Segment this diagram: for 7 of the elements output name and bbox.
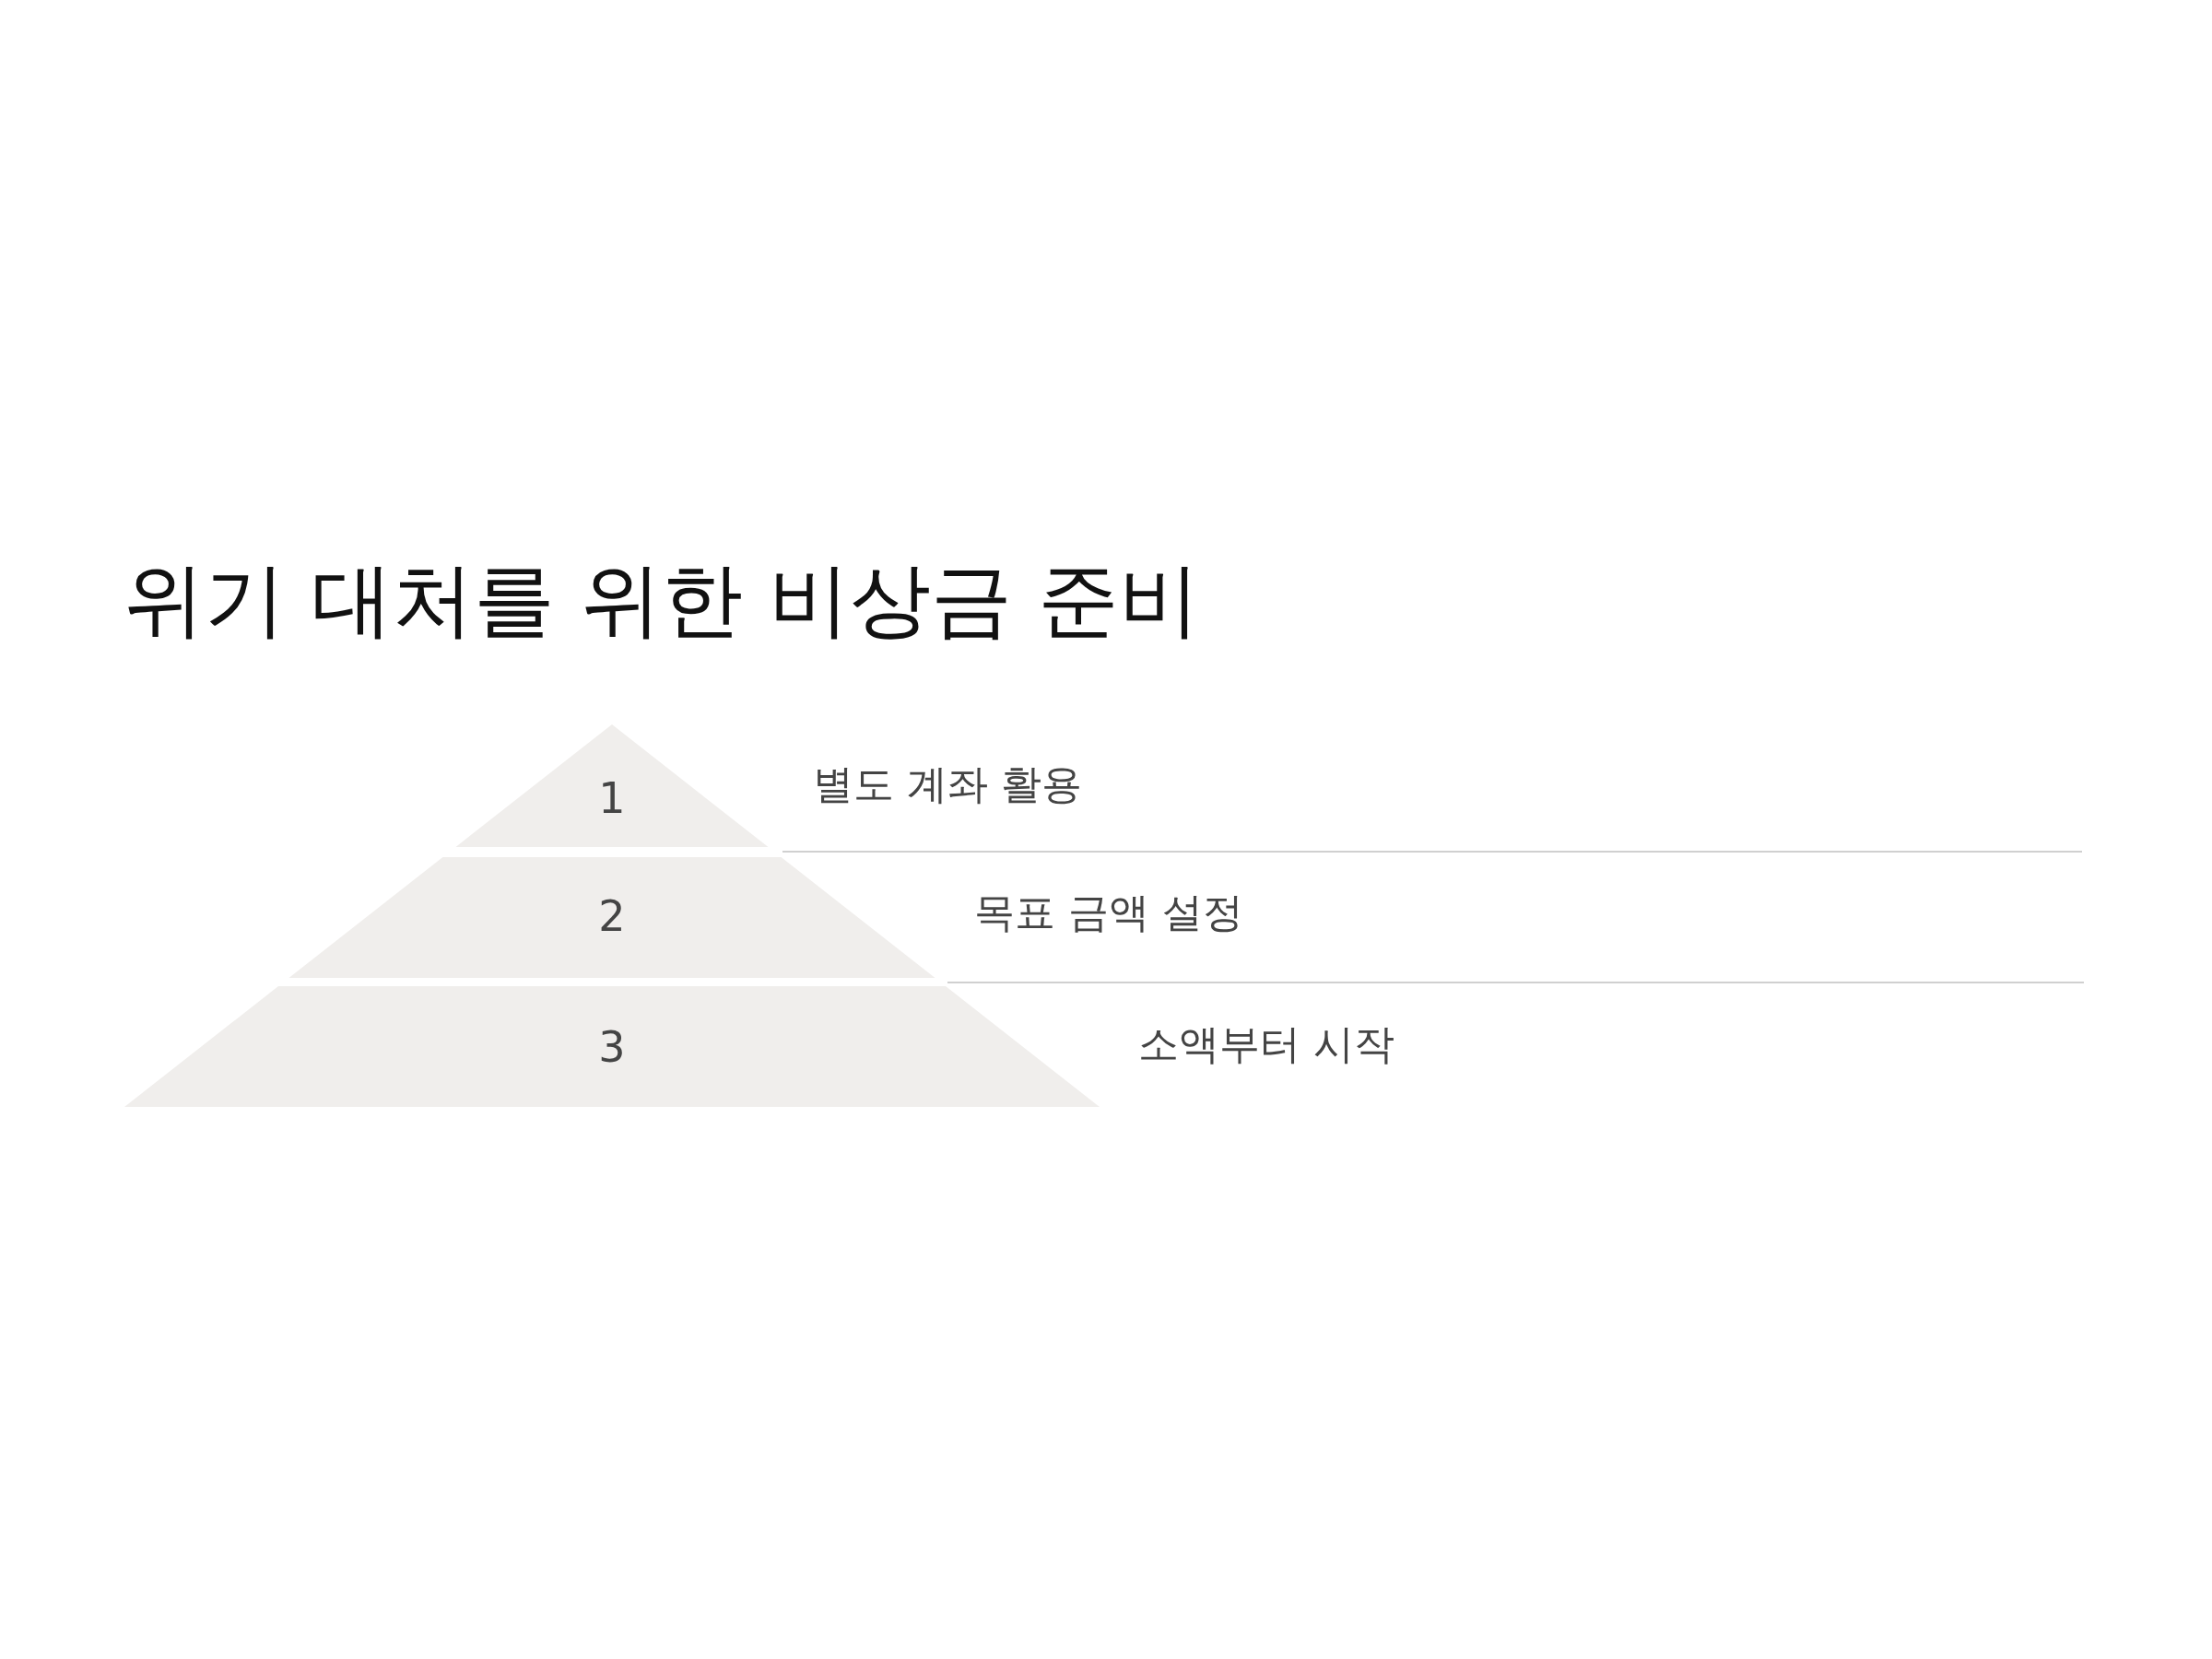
tier-label: 별도 계좌 활용 [813,760,1082,808]
tier-number: 1 [598,776,626,820]
tier-number: 2 [598,894,626,938]
title: 위기 대처를 위한 비상금 준비 [124,556,1200,644]
tier-number: 3 [598,1025,626,1069]
tier-label: 목표 금액 설정 [974,888,1243,936]
tier-label: 소액부터 시작 [1138,1020,1394,1068]
